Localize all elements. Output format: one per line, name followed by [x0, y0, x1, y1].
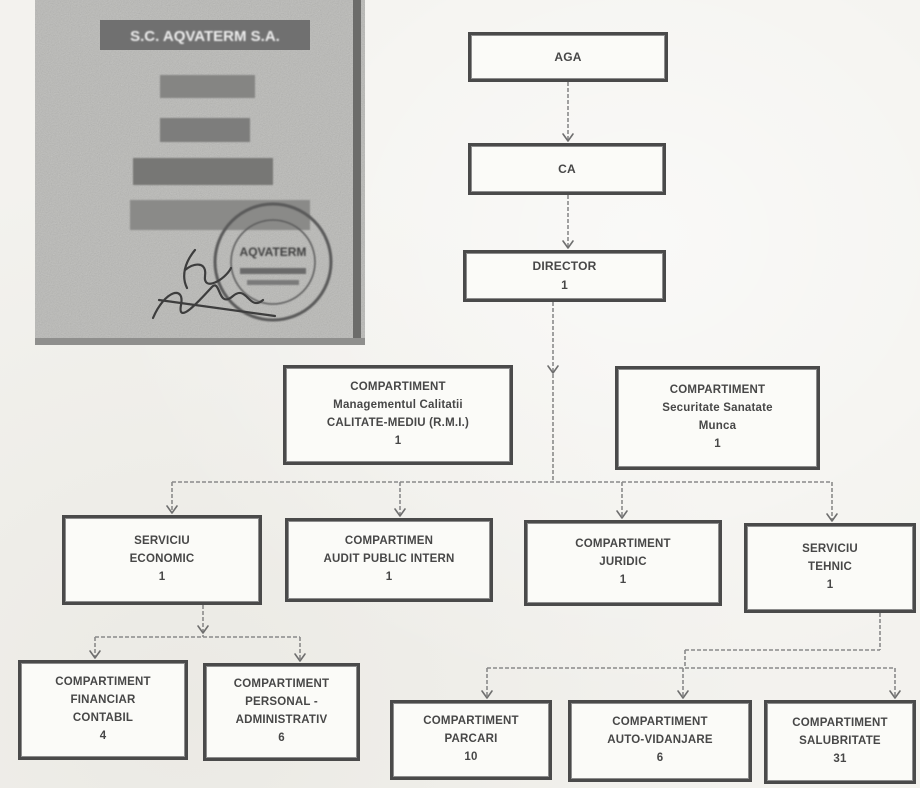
node-subtitle: CALITATE-MEDIU (R.M.I.) — [326, 417, 470, 429]
node-subtitle: ADMINISTRATIV — [235, 714, 328, 726]
node-director: DIRECTOR 1 — [463, 250, 666, 302]
node-subtitle: Munca — [698, 420, 737, 432]
arrowhead-icon — [826, 513, 838, 522]
node-title: CA — [558, 161, 576, 176]
node-compartiment-personal: COMPARTIMENT PERSONAL - ADMINISTRATIV 6 — [203, 663, 360, 761]
node-compartiment-juridic: COMPARTIMENT JURIDIC 1 — [524, 520, 722, 606]
node-subtitle: JURIDIC — [599, 556, 647, 569]
node-compartiment-vidanjare: COMPARTIMENT AUTO-VIDANJARE 6 — [568, 700, 752, 782]
node-ca: CA — [468, 143, 666, 195]
node-subtitle: PARCARI — [444, 733, 498, 746]
node-title: COMPARTIMENT — [423, 715, 519, 728]
node-title: DIRECTOR — [532, 259, 597, 274]
arrowhead-icon — [197, 625, 209, 634]
node-subtitle: TEHNIC — [807, 561, 852, 574]
arrowhead-icon — [294, 653, 306, 662]
node-title: COMPARTIMENT — [233, 678, 330, 691]
signature — [151, 248, 277, 320]
node-title: COMPARTIMENT — [612, 716, 708, 729]
arrowhead-icon — [481, 690, 493, 699]
node-headcount: 10 — [464, 750, 478, 763]
node-headcount: 1 — [385, 570, 393, 583]
node-headcount: 1 — [561, 278, 568, 292]
node-headcount: 1 — [394, 434, 402, 447]
node-title: COMPARTIMENT — [792, 717, 888, 730]
seal-text: AQVATERM — [240, 245, 307, 259]
node-compartiment-salubritate: COMPARTIMENT SALUBRITATE 31 — [764, 700, 916, 784]
node-subtitle: SALUBRITATE — [799, 735, 881, 748]
node-subtitle: AUDIT PUBLIC INTERN — [323, 553, 455, 566]
arrowhead-icon — [547, 365, 559, 374]
node-headcount: 1 — [158, 570, 166, 583]
node-title: SERVICIU — [134, 535, 190, 548]
company-title-bar — [100, 20, 310, 50]
node-title: COMPARTIMENT — [575, 538, 671, 551]
node-subtitle: PERSONAL - — [245, 696, 318, 709]
arrowhead-icon — [562, 240, 574, 249]
node-compartiment-parcari: COMPARTIMENT PARCARI 10 — [390, 700, 552, 780]
node-subtitle: Securitate Sanatate — [662, 402, 773, 415]
approval-stamp-panel: S.C. AQVATERM S.A. AQVATERM — [35, 0, 365, 345]
arrowhead-icon — [166, 505, 178, 514]
node-headcount: 1 — [619, 573, 627, 586]
node-subtitle: ECONOMIC — [129, 553, 195, 566]
node-headcount: 6 — [656, 751, 664, 764]
node-compartiment-financiar: COMPARTIMENT FINANCIAR CONTABIL 4 — [18, 660, 188, 760]
node-compartiment-calitate: COMPARTIMENT Managementul Calitatii CALI… — [283, 365, 513, 465]
node-compartiment-securitate: COMPARTIMENT Securitate Sanatate Munca 1 — [615, 366, 820, 470]
arrowhead-icon — [89, 650, 101, 659]
node-headcount: 1 — [826, 578, 834, 591]
node-title: COMPARTIMEN — [344, 535, 434, 548]
arrowhead-icon — [889, 690, 901, 699]
node-headcount: 31 — [833, 752, 847, 765]
node-serviciu-tehnic: SERVICIU TEHNIC 1 — [744, 523, 916, 613]
illegible-approval-lines — [130, 75, 310, 230]
stamp-panel-edge — [353, 0, 361, 345]
node-compartiment-audit: COMPARTIMEN AUDIT PUBLIC INTERN 1 — [285, 518, 493, 602]
node-title: SERVICIU — [802, 543, 858, 556]
node-headcount: 1 — [714, 437, 721, 450]
node-headcount: 4 — [99, 729, 107, 742]
arrowhead-icon — [616, 510, 628, 519]
node-title: AGA — [554, 49, 582, 64]
arrowhead-icon — [394, 508, 406, 517]
node-serviciu-economic: SERVICIU ECONOMIC 1 — [62, 515, 262, 605]
node-subtitle: FINANCIAR — [70, 694, 136, 707]
node-title: COMPARTIMENT — [669, 384, 766, 397]
company-title: S.C. AQVATERM S.A. — [130, 28, 280, 45]
company-seal: AQVATERM — [213, 202, 333, 322]
node-title: COMPARTIMENT — [55, 676, 151, 689]
node-subtitle: CONTABIL — [72, 712, 134, 724]
arrowhead-icon — [562, 133, 574, 142]
node-headcount: 6 — [278, 731, 285, 744]
node-subtitle: AUTO-VIDANJARE — [607, 734, 713, 747]
node-aga: AGA — [468, 32, 668, 82]
node-subtitle: Managementul Calitatii — [333, 399, 463, 412]
arrowhead-icon — [677, 690, 689, 699]
node-title: COMPARTIMENT — [350, 381, 446, 394]
